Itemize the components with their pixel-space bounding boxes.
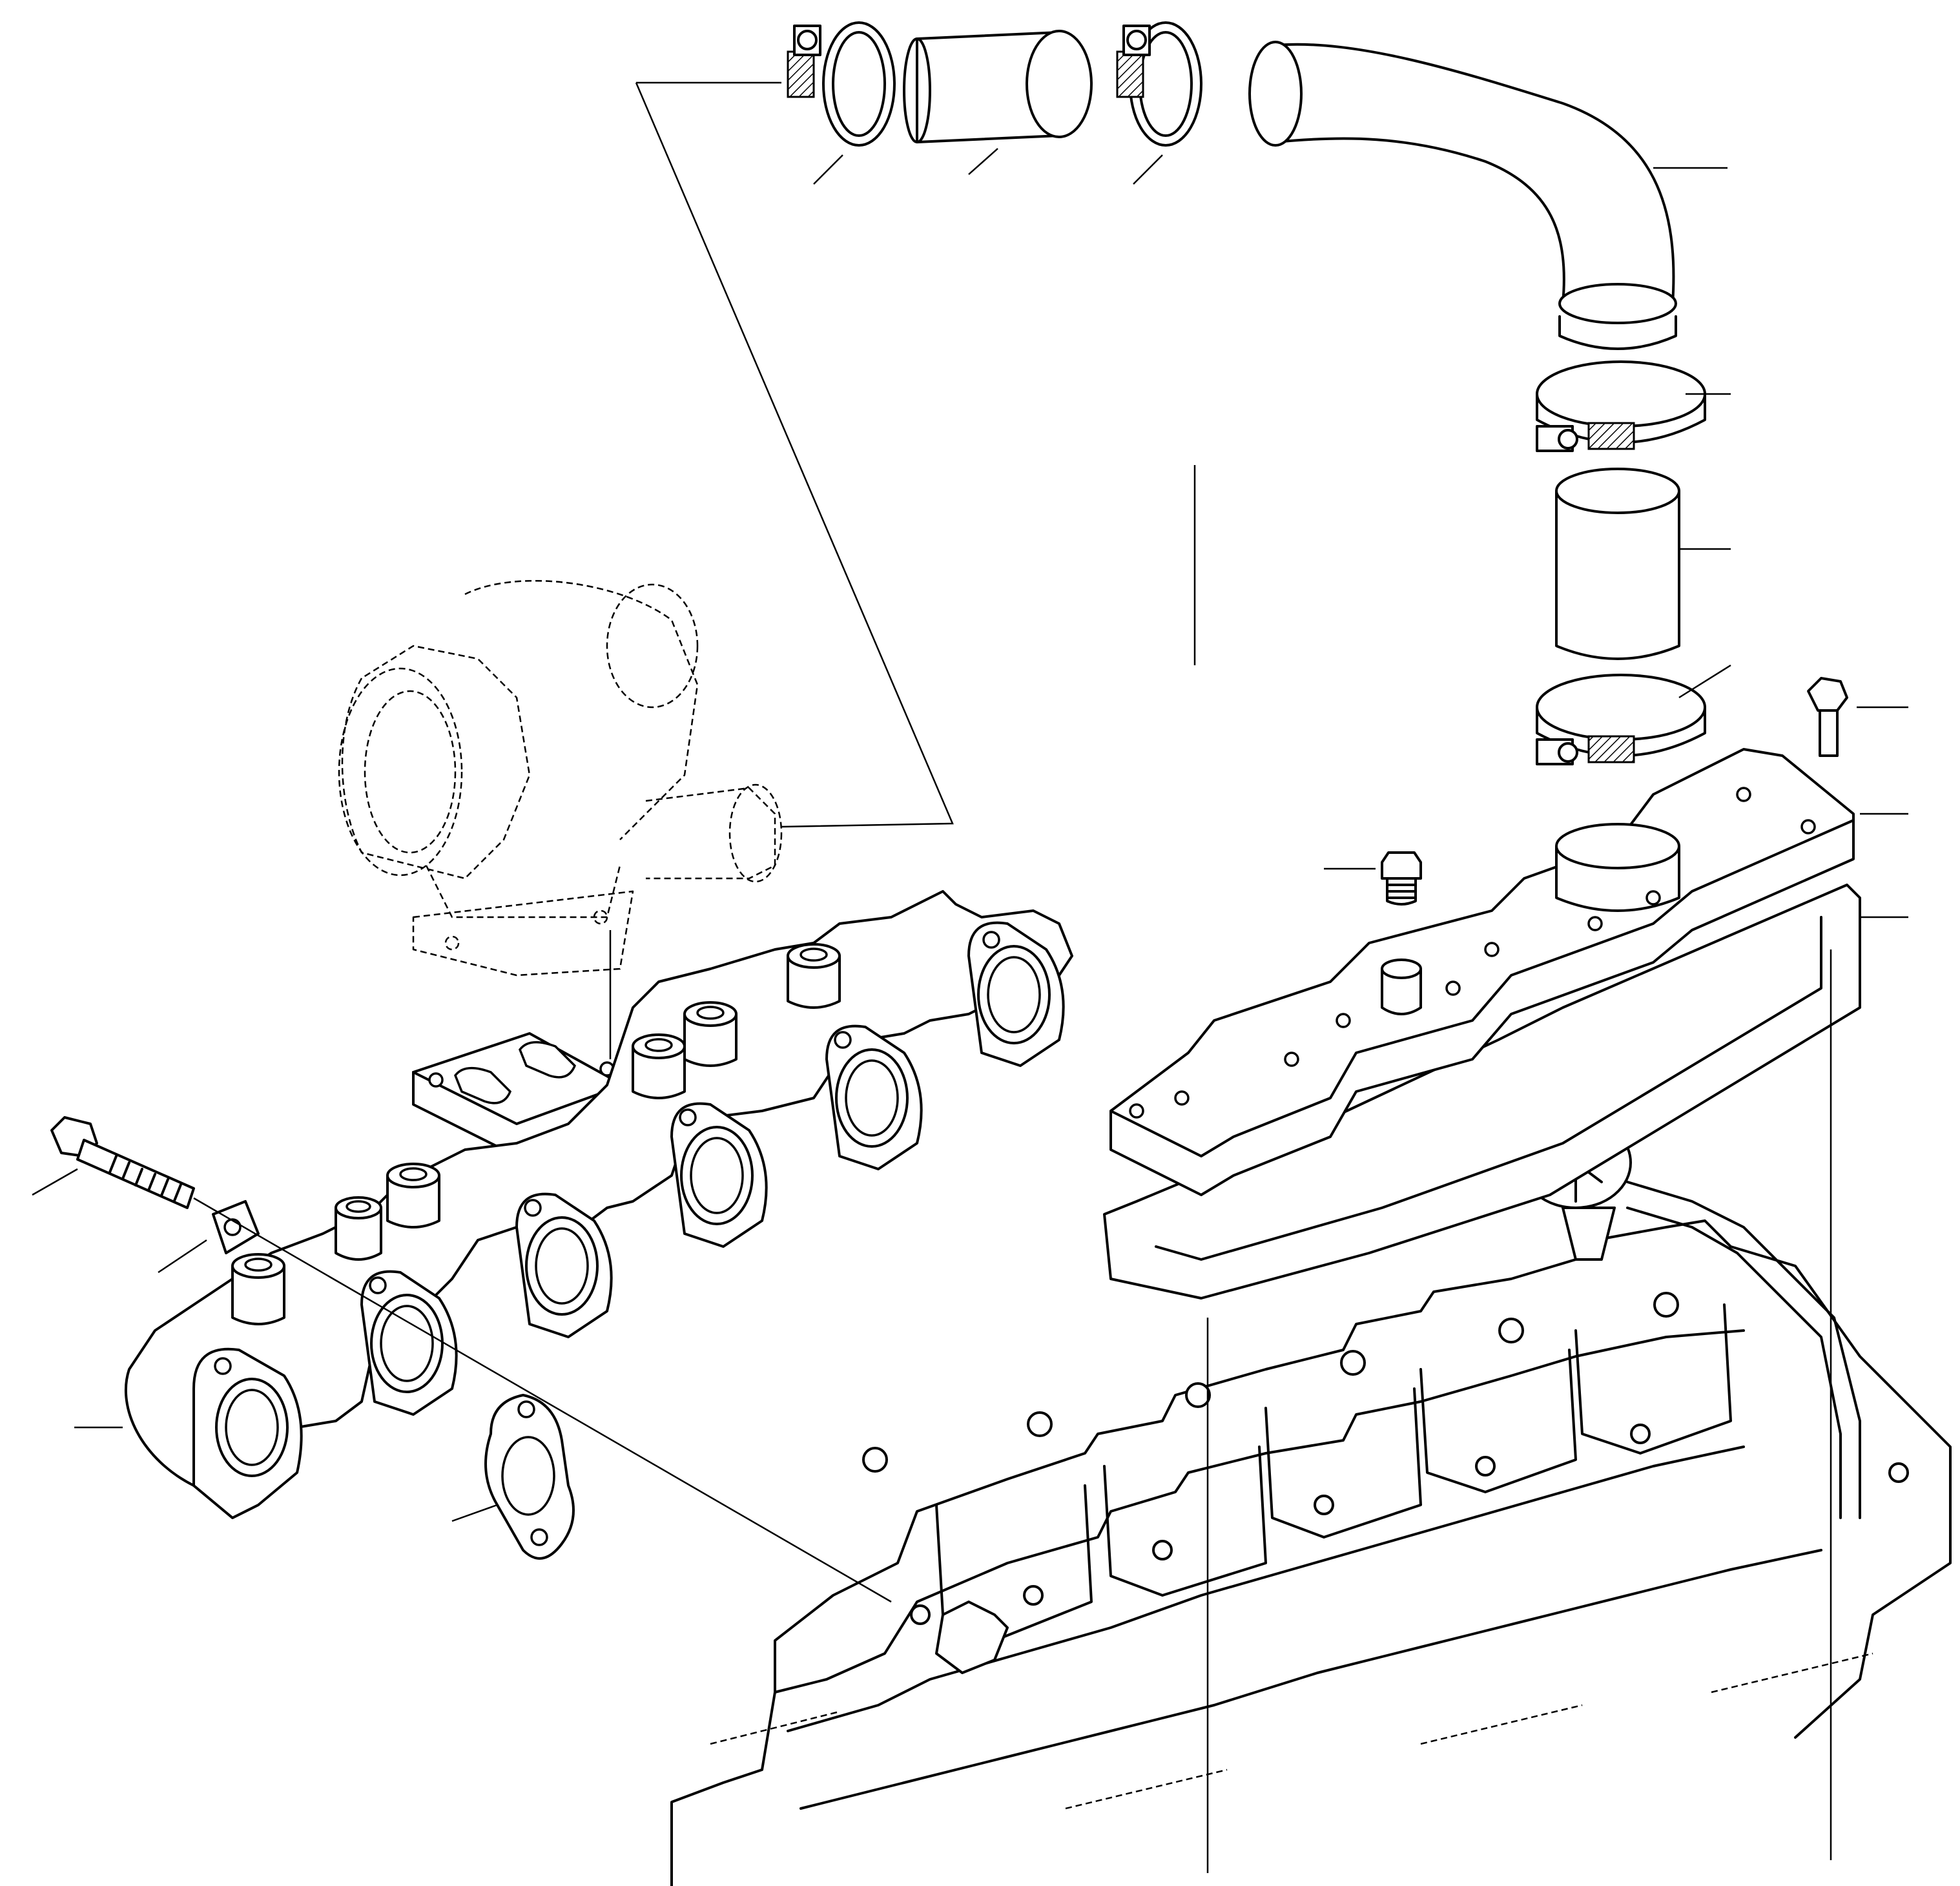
engine-block xyxy=(670,1116,1952,1886)
lock-plate xyxy=(212,1200,260,1254)
turbocharger xyxy=(338,579,783,977)
intake-manifold-cover xyxy=(1109,748,1855,1196)
injector-bosses xyxy=(231,943,841,1325)
leader-port-gasket xyxy=(451,1504,498,1522)
hose-clamp-top-right xyxy=(1116,21,1202,147)
oil-filler-cap xyxy=(935,1601,1009,1674)
leader-lock-plate xyxy=(158,1239,207,1274)
exhaust-manifold xyxy=(124,890,1073,1519)
hose-sleeve-vertical xyxy=(1555,468,1680,660)
port-flanges xyxy=(192,921,1065,1519)
leader-clamp-top-left xyxy=(813,154,843,185)
hose-clamp-upper-vertical xyxy=(1536,360,1706,452)
turbo-gasket xyxy=(412,1032,624,1157)
cover-bolts xyxy=(862,1292,1909,1625)
elbow-pipe xyxy=(1248,41,1677,350)
leader-sleeve-top xyxy=(968,148,998,175)
exhaust-port-gasket xyxy=(484,1394,575,1560)
leader-clamp-lower xyxy=(1678,664,1731,699)
manifold-bolt xyxy=(50,1116,195,1209)
leader-turbo-hose xyxy=(635,81,954,828)
leader-clamp-top-right xyxy=(1133,154,1163,185)
hose-sleeve-top xyxy=(903,30,1093,143)
leader-lines xyxy=(32,81,1908,1873)
hose-clamp-top-left xyxy=(787,21,896,147)
bolt-small-right xyxy=(1807,677,1848,757)
plug-screw xyxy=(1381,851,1422,906)
leader-manifold-bolt xyxy=(32,1168,78,1196)
leader-bolt-axis xyxy=(193,1197,892,1603)
hose-clamp-lower-vertical xyxy=(1536,674,1706,765)
